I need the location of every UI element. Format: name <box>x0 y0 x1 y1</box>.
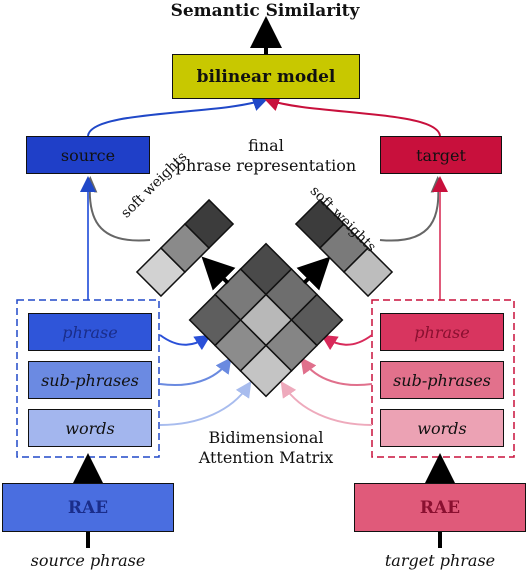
arrow-left-phrase <box>159 334 212 351</box>
right-words-node: words <box>380 409 504 447</box>
source-node: source <box>26 136 150 174</box>
target-node: target <box>380 136 502 174</box>
final-caption-line1: final <box>248 136 284 155</box>
left-subphrases-node: sub-phrases <box>28 361 152 399</box>
page-title: Semantic Similarity <box>170 1 360 21</box>
right-subphrases-node: sub-phrases <box>380 361 504 399</box>
arrow-softweights-to-source <box>81 176 151 242</box>
attention-matrix <box>188 242 344 398</box>
target-phrase-label: target phrase <box>384 551 496 570</box>
rae-left-node: RAE <box>2 483 174 532</box>
arrow-left-words <box>159 381 252 426</box>
arrow-matrix-to-right-weights <box>296 256 331 291</box>
arrow-matrix-to-left-weights <box>201 256 236 291</box>
rae-right-node: RAE <box>354 483 526 532</box>
final-caption-line2: phrase representation <box>175 156 357 175</box>
bilinear-model-node: bilinear model <box>172 54 360 99</box>
left-soft-weights-bar <box>135 198 235 298</box>
arrow-right-phrase <box>320 334 373 351</box>
arrow-softweights-to-target <box>379 176 447 242</box>
arrow-left-subphrases <box>159 357 232 386</box>
matrix-caption-line1: Bidimensional <box>208 428 324 447</box>
matrix-caption-line2: Attention Matrix <box>198 448 334 467</box>
source-phrase-label: source phrase <box>30 551 146 570</box>
final-caption: final phrase representation <box>160 136 372 176</box>
arrow-source-to-bilinear <box>87 95 269 137</box>
matrix-caption: Bidimensional Attention Matrix <box>176 428 356 468</box>
right-soft-weights-bar <box>294 198 394 298</box>
arrow-right-words <box>280 381 373 426</box>
arrow-target-to-bilinear <box>263 95 441 137</box>
left-words-node: words <box>28 409 152 447</box>
left-phrase-node: phrase <box>28 313 152 351</box>
right-phrase-node: phrase <box>380 313 504 351</box>
arrow-right-subphrases <box>300 357 373 386</box>
